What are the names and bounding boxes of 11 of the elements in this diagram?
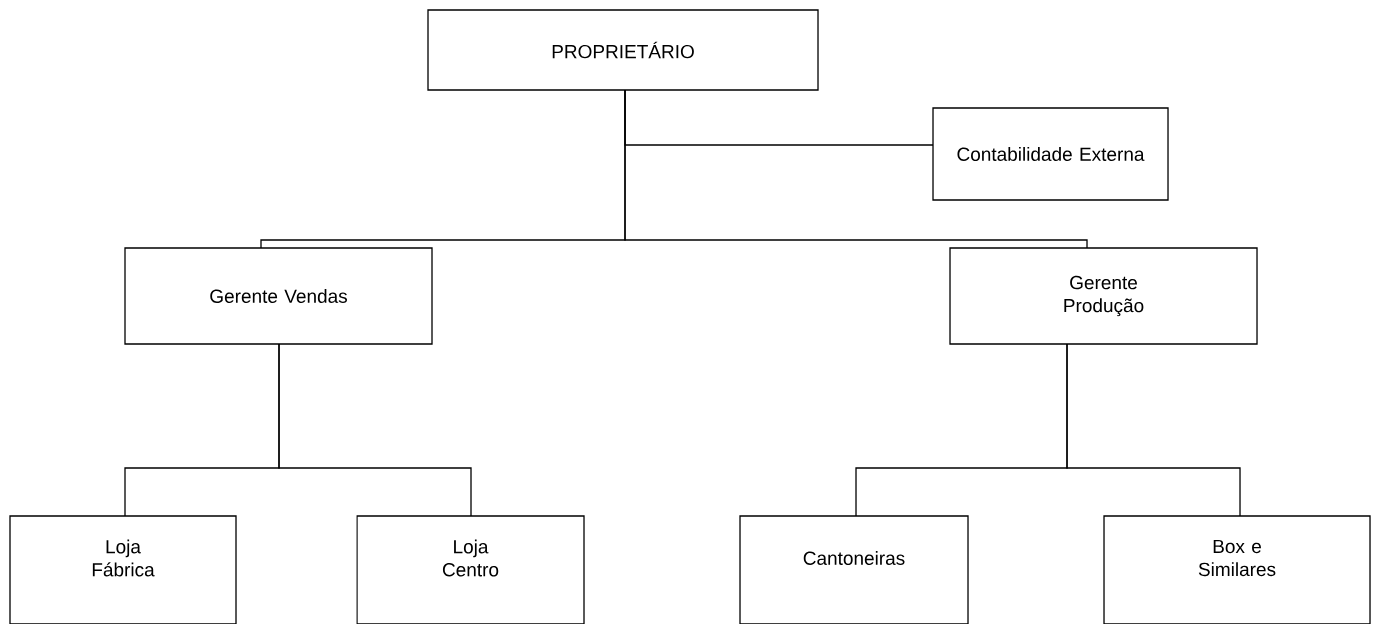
- connector-line: [1066, 343, 1241, 517]
- org-box: Loja Centro: [356, 515, 585, 624]
- org-box: Cantoneiras: [739, 515, 969, 624]
- org-box: Gerente Produção: [949, 247, 1258, 345]
- connector-line: [278, 343, 472, 517]
- org-box: PROPRIETÁRIO: [427, 9, 819, 91]
- org-box: Loja Fábrica: [9, 515, 237, 624]
- connector-line: [624, 89, 1088, 249]
- org-box: Gerente Vendas: [124, 247, 433, 345]
- org-box: Contabilidade Externa: [932, 107, 1169, 201]
- org-box: Box e Similares: [1103, 515, 1371, 624]
